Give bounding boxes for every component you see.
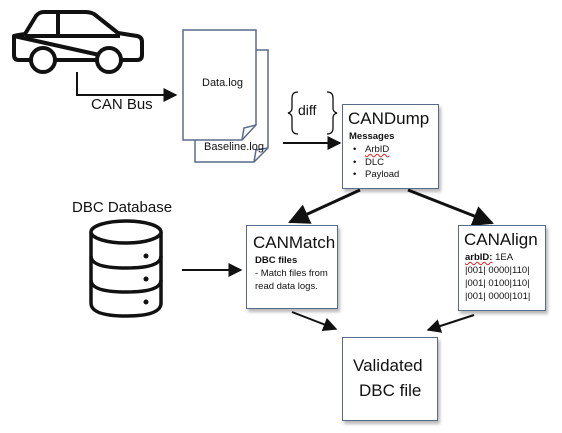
validated-dbc-box: Validated DBC file: [342, 337, 438, 421]
database-icon: [89, 219, 163, 318]
canalign-arbid-value: 1EA: [495, 252, 514, 263]
canalign-row-3: |001| 0000|101|: [465, 291, 531, 302]
can-bus-label: CAN Bus: [91, 96, 153, 113]
canalign-title: CANAlign: [464, 230, 538, 249]
candump-box: CANDump Messages ArbID DLC Payload: [342, 104, 439, 189]
candump-title: CANDump: [348, 109, 430, 128]
validated-line-1: Validated: [353, 356, 423, 375]
dbc-database-label: DBC Database: [72, 199, 173, 216]
validated-line-2: DBC file: [359, 381, 422, 400]
candump-to-canmatch-arrow: [288, 188, 361, 224]
canmatch-line-2: read data logs.: [255, 281, 318, 292]
candump-to-canalign-arrow: [407, 188, 494, 226]
car-to-logs-arrow: [76, 72, 178, 102]
canmatch-subtitle: DBC files: [255, 255, 298, 266]
canalign-row-1: |001| 0000|110|: [465, 265, 530, 276]
canmatch-line-1: - Match files from: [255, 268, 328, 279]
baseline-log-label: Baseline.log: [204, 141, 264, 153]
candump-item-dlc: DLC: [349, 157, 399, 170]
diff-label: diff: [298, 102, 317, 118]
canalign-arbid-label: arbID:: [465, 252, 493, 263]
diff-brackets: [287, 91, 338, 135]
canalign-to-validated-arrow: [426, 314, 475, 333]
canalign-row-2: |001| 0100|110|: [465, 278, 530, 289]
data-log-document: [182, 29, 257, 141]
canalign-box: CANAlign arbID: 1EA |001| 0000|110| |001…: [458, 225, 546, 311]
canalign-arbid-row: arbID: 1EA: [465, 252, 513, 265]
candump-list: ArbID DLC Payload: [349, 144, 399, 182]
canmatch-to-validated-arrow: [291, 311, 338, 331]
car-icon: [12, 10, 144, 74]
canmatch-box: CANMatch DBC files - Match files from re…: [246, 225, 338, 309]
candump-subtitle: Messages: [349, 131, 395, 142]
data-log-label: Data.log: [202, 77, 243, 89]
canmatch-title: CANMatch: [253, 233, 336, 252]
candump-item-arbid: ArbID: [349, 144, 399, 157]
candump-item-payload: Payload: [349, 169, 399, 182]
